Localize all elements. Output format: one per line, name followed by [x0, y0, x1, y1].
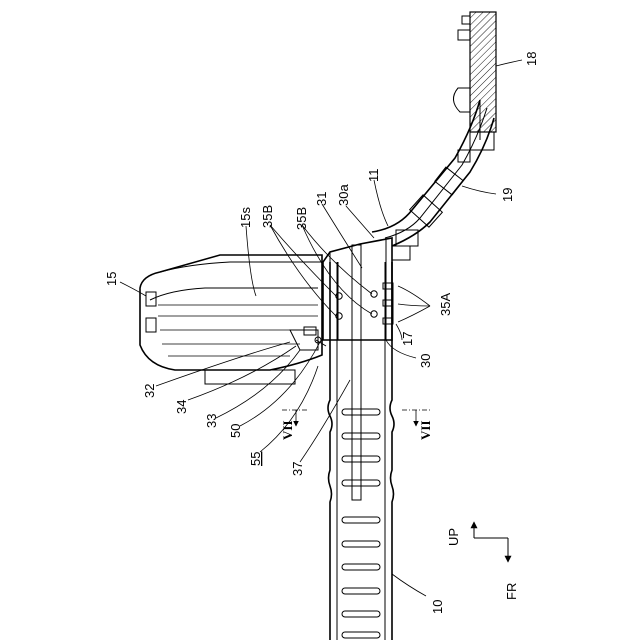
- label-31: 31: [314, 192, 329, 206]
- terminal-lower: [146, 318, 156, 332]
- label-fr: FR: [504, 583, 519, 600]
- fixture-50: [304, 327, 316, 335]
- leader-lines: [120, 60, 522, 596]
- label-50: 50: [228, 424, 243, 438]
- unit-15: [140, 255, 326, 384]
- label-34: 34: [174, 400, 189, 414]
- label-35b-right: 35B: [294, 207, 309, 230]
- label-33: 33: [204, 414, 219, 428]
- label-35b-left: 35B: [260, 205, 275, 228]
- label-55: 55: [248, 452, 263, 466]
- label-up: UP: [446, 528, 461, 546]
- label-15s: 15s: [238, 207, 253, 228]
- section-label-right: VII: [418, 420, 433, 440]
- label-17: 17: [400, 332, 415, 346]
- section-label-left: VII: [280, 420, 295, 440]
- member-18: [458, 12, 496, 150]
- label-32: 32: [142, 384, 157, 398]
- label-30a: 30a: [336, 184, 351, 206]
- label-18: 18: [524, 52, 539, 66]
- label-15: 15: [104, 272, 119, 286]
- label-10: 10: [430, 600, 445, 614]
- label-37: 37: [290, 462, 305, 476]
- label-11: 11: [366, 169, 381, 183]
- label-19: 19: [500, 188, 515, 202]
- label-35a: 35A: [438, 293, 453, 316]
- orientation-indicator: [474, 522, 508, 562]
- label-30: 30: [418, 354, 433, 368]
